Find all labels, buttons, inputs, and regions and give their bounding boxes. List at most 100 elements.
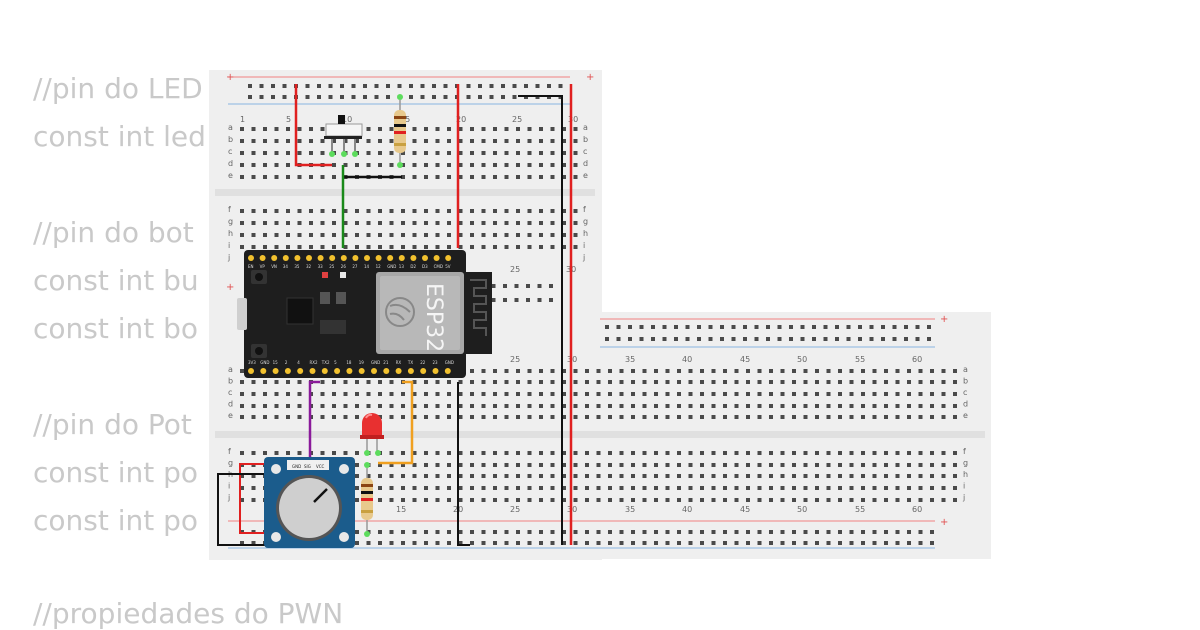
bb2-hole (861, 380, 865, 384)
esp32-pin[interactable] (271, 255, 278, 261)
esp32-pin[interactable] (444, 368, 451, 374)
bb2-hole (838, 392, 842, 396)
bb2-hole (677, 392, 681, 396)
esp32-pin[interactable] (309, 368, 316, 374)
esp32-pin[interactable] (433, 255, 440, 261)
potentiometer-module[interactable]: GND SIG VCC (264, 457, 355, 548)
orange-wire-led[interactable] (378, 380, 414, 465)
bb1-hole (263, 233, 267, 237)
bb1-rail-hole (526, 298, 530, 302)
usb-port[interactable] (237, 298, 247, 330)
black-wire-gnd[interactable] (457, 382, 470, 546)
bb1-hole (470, 209, 474, 213)
bb1-hole (343, 233, 348, 237)
bb2-hole (550, 380, 555, 384)
esp32-pin-label: RX (396, 360, 402, 365)
esp32-pin-label: 32 (306, 264, 312, 269)
bb1-hole (355, 139, 359, 143)
bb2-hole (619, 369, 624, 373)
bb1-hole (412, 221, 417, 225)
esp32-pin[interactable] (259, 255, 266, 261)
bb1-row-letter: f (583, 205, 586, 214)
esp32-pin[interactable] (329, 255, 336, 261)
esp32-pin[interactable] (297, 368, 304, 374)
esp32-pin[interactable] (375, 255, 382, 261)
bb2-hole (297, 380, 302, 384)
bb2-rail-hole (631, 541, 635, 545)
esp32-pin[interactable] (407, 368, 414, 374)
esp32-pin[interactable] (306, 255, 312, 261)
esp32-pin[interactable] (352, 255, 359, 261)
bb1-hole (550, 139, 555, 143)
red-wire-switch[interactable] (294, 84, 332, 167)
esp32-pin[interactable] (422, 255, 428, 261)
esp32-pin[interactable] (282, 255, 289, 261)
bb2-hole (826, 451, 831, 455)
bb1-hole (274, 139, 279, 143)
esp32-pin[interactable] (364, 255, 370, 261)
esp32-pin[interactable] (420, 368, 427, 374)
esp32-pin[interactable] (410, 255, 417, 261)
bb2-hole (930, 498, 934, 502)
bb2-hole (504, 380, 509, 384)
esp32-pin[interactable] (395, 368, 402, 374)
espressif-logo-icon (385, 297, 415, 327)
bb1-hole (389, 139, 394, 143)
esp32-pin[interactable] (432, 368, 439, 374)
bb1-hole (320, 233, 325, 237)
esp32-pin[interactable] (334, 368, 341, 374)
bb2-hole (861, 474, 865, 478)
bb2-hole (240, 415, 244, 419)
bb2-hole (401, 404, 405, 408)
esp32-pin[interactable] (260, 368, 267, 374)
esp32-pin[interactable] (272, 368, 279, 374)
bb1-rail-hole (271, 84, 275, 88)
esp32-pin[interactable] (383, 368, 390, 374)
pot-knob[interactable] (279, 478, 339, 538)
esp32-pin[interactable] (317, 255, 324, 261)
bb1-hole (458, 163, 463, 167)
bb2-hole (895, 463, 900, 467)
bb2-hole (447, 486, 451, 490)
switch-slider[interactable] (338, 115, 345, 124)
bb1-hole (251, 209, 256, 213)
bb2-rail-hole (458, 530, 463, 534)
red-led[interactable] (360, 413, 384, 456)
bb2-hole (654, 498, 658, 502)
bb2-hole (435, 463, 440, 467)
esp32-pin[interactable] (248, 368, 254, 374)
esp32-pin[interactable] (294, 255, 301, 261)
esp32-pin[interactable] (284, 368, 291, 374)
slide-switch[interactable] (324, 115, 363, 157)
esp32-pin[interactable] (371, 368, 377, 374)
esp32-pin[interactable] (346, 368, 353, 374)
bb2-hole (792, 486, 796, 490)
esp32-pin[interactable] (445, 255, 452, 261)
esp32-pin[interactable] (340, 255, 347, 261)
code-line-1: //pin do LED (33, 72, 203, 105)
bb1-hole (263, 127, 267, 131)
esp32-pin[interactable] (248, 255, 254, 261)
bb2-hole (895, 404, 900, 408)
bb2-hole (573, 404, 578, 408)
esp32-pin[interactable] (398, 255, 405, 261)
bb2-hole (608, 380, 612, 384)
bb2-hole (608, 486, 612, 490)
bb1-hole (470, 221, 474, 225)
bb1-hole (274, 163, 279, 167)
bb2-rail-hole (651, 337, 655, 341)
black-wire-rail[interactable] (518, 95, 563, 545)
bb2-rail-hole (412, 541, 417, 545)
bb2-hole (918, 392, 923, 396)
resistor-bottom[interactable] (361, 462, 373, 537)
resistor-top[interactable] (394, 94, 406, 168)
esp32-pin[interactable] (387, 255, 394, 261)
bb2-hole (562, 451, 566, 455)
esp32-pin-label: 25 (329, 264, 335, 269)
esp32-pin[interactable] (358, 368, 365, 374)
esp32-pin[interactable] (321, 368, 328, 374)
bb2-rail-hole (493, 530, 497, 534)
purple-wire-pot[interactable] (308, 380, 320, 465)
